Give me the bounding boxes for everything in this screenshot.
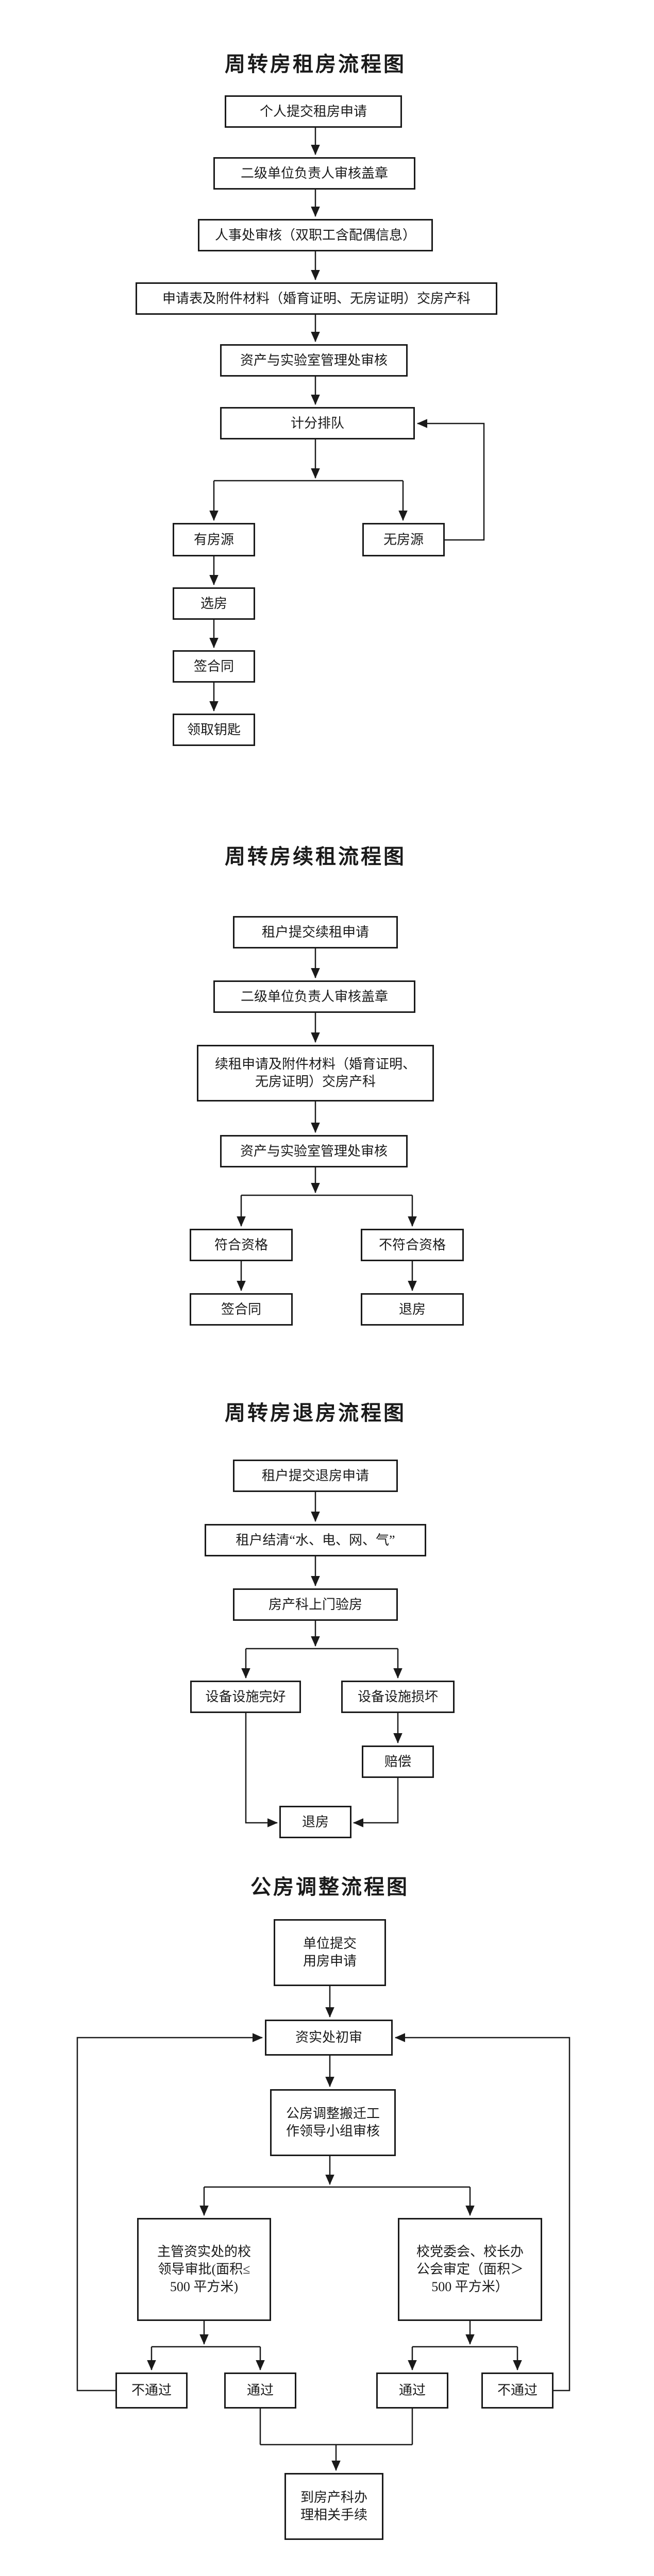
chart2-node-apply: 租户提交续租申请 <box>233 916 398 948</box>
chart4-node-leader-approve: 主管资实处的校 领导审批(面积≤ 500 平方米) <box>137 2218 271 2321</box>
chart1-node-materials: 申请表及附件材料（婚育证明、无房证明）交房产科 <box>136 282 497 315</box>
chart4-node-apply: 单位提交 用房申请 <box>274 1919 386 1986</box>
chart1-title: 周转房租房流程图 <box>225 53 406 76</box>
chart2-node-checkout: 退房 <box>361 1293 464 1326</box>
chart2-node-unit-review: 二级单位负责人审核盖章 <box>213 980 415 1013</box>
chart2-node-qualified: 符合资格 <box>190 1229 293 1261</box>
chart2-node-asset-review: 资产与实验室管理处审核 <box>220 1135 408 1167</box>
chart1-node-asset-review: 资产与实验室管理处审核 <box>220 344 408 377</box>
chart1-node-apply: 个人提交租房申请 <box>225 95 402 128</box>
chart3-node-settle: 租户结清“水、电、网、气” <box>205 1524 426 1556</box>
chart3-node-inspect: 房产科上门验房 <box>233 1588 398 1621</box>
chart1-node-queue: 计分排队 <box>220 407 415 439</box>
chart4-node-final: 到房产科办 理相关手续 <box>284 2473 383 2540</box>
chart2-node-sign: 签合同 <box>190 1293 293 1326</box>
chart3-node-damaged: 设备设施损坏 <box>341 1681 455 1713</box>
chart4-node-initial-review: 资实处初审 <box>265 2020 393 2056</box>
chart1-node-no-housing: 无房源 <box>362 523 445 556</box>
chart2-node-unqualified: 不符合资格 <box>361 1229 464 1261</box>
chart4-node-fail-left: 不通过 <box>115 2372 188 2409</box>
chart1-node-choose: 选房 <box>173 587 255 620</box>
chart4-node-pass-left: 通过 <box>224 2372 296 2409</box>
chart3-node-apply: 租户提交退房申请 <box>233 1460 398 1492</box>
chart4-node-pass-right: 通过 <box>376 2372 448 2409</box>
chart3-node-intact: 设备设施完好 <box>190 1681 301 1713</box>
chart3-node-compensate: 赔偿 <box>362 1745 434 1778</box>
chart2-node-materials: 续租申请及附件材料（婚育证明、 无房证明）交房产科 <box>197 1045 434 1101</box>
chart4-node-group-review: 公房调整搬迁工 作领导小组审核 <box>270 2089 396 2156</box>
chart3-node-checkout: 退房 <box>279 1806 351 1838</box>
chart2-title: 周转房续租流程图 <box>225 845 406 868</box>
chart4-title: 公房调整流程图 <box>250 1875 409 1899</box>
chart1-node-get-keys: 领取钥匙 <box>173 714 255 746</box>
chart3-title: 周转房退房流程图 <box>225 1401 406 1425</box>
chart4-node-meeting-approve: 校党委会、校长办 公会审定（面积＞ 500 平方米） <box>398 2218 542 2321</box>
chart1-node-sign: 签合同 <box>173 650 255 683</box>
chart1-node-unit-review: 二级单位负责人审核盖章 <box>213 157 415 190</box>
chart1-node-hr-review: 人事处审核（双职工含配偶信息） <box>198 219 433 251</box>
chart1-node-has-housing: 有房源 <box>173 523 255 556</box>
chart4-node-fail-right: 不通过 <box>481 2372 554 2409</box>
